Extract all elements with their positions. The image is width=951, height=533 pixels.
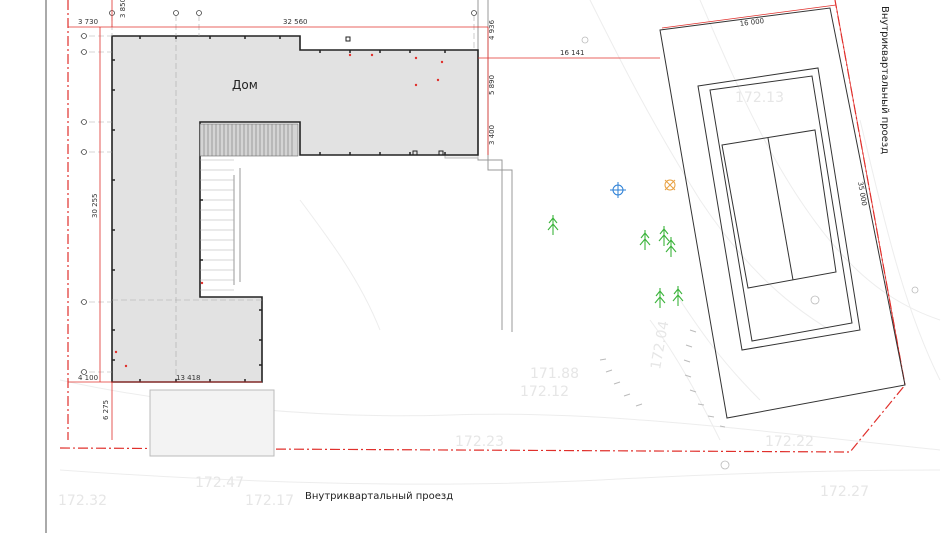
- dim-left-height: 30 255: [91, 194, 99, 219]
- grid-axis-markers: [81, 10, 477, 375]
- site-boundary: [59, 0, 906, 453]
- dimension-labels: 3 730 3 850 32 560 4 936 5 890 3 400 16 …: [78, 0, 868, 420]
- contour-label: 172.22: [765, 434, 814, 450]
- dim-right-top: 4 936: [488, 19, 496, 40]
- dim-court-length: 35 000: [856, 181, 868, 207]
- ground-symbols: [581, 36, 919, 470]
- contour-label: 172.32: [58, 493, 107, 509]
- dim-to-court: 16 141: [560, 49, 585, 57]
- survey-point-icon: [664, 179, 676, 191]
- dim-right-mid: 5 890: [488, 75, 496, 95]
- contour-label: 172.27: [820, 484, 869, 500]
- tree-icon: [639, 230, 651, 250]
- contour-label: 172.23: [455, 434, 504, 450]
- ramp-hatching: [199, 123, 299, 157]
- contour-label: 171.88: [530, 366, 579, 382]
- contour-label: 172.12: [520, 384, 569, 400]
- building-label: Дом: [232, 78, 258, 92]
- dimensions: [68, 0, 906, 440]
- crosshair-icon: [610, 182, 626, 198]
- road-label-bottom: Внутриквартальный проезд: [305, 491, 453, 502]
- contour-labels: 172.13 171.88 172.12 172.23 172.22 172.3…: [58, 90, 869, 509]
- dim-bottom-vert: 6 275: [102, 400, 110, 420]
- slope-hatching: [599, 329, 726, 428]
- tree-icon: [658, 226, 670, 246]
- contour-label: 172.04: [648, 320, 672, 371]
- tree-icon: [654, 288, 666, 308]
- contour-label: 172.47: [195, 475, 244, 491]
- dim-left-vert-top: 3 850: [119, 0, 127, 18]
- tree-icon: [665, 237, 677, 257]
- dim-bottom-left: 4 100: [78, 374, 98, 382]
- tree-icon: [547, 215, 559, 235]
- dim-left-top: 3 730: [78, 18, 98, 26]
- dim-bottom-wing: 13 418: [176, 374, 201, 382]
- building: Дом: [80, 15, 479, 383]
- dim-top-span: 32 560: [283, 18, 308, 26]
- contour-label: 172.17: [245, 493, 294, 509]
- contour-label: 172.13: [735, 90, 784, 106]
- dim-right-low: 3 400: [488, 125, 496, 145]
- road-label-right: Внутриквартальный проезд: [879, 6, 890, 154]
- sports-court: [659, 7, 906, 419]
- building-outline: [111, 35, 479, 383]
- dim-court-width: 16 000: [739, 17, 764, 28]
- trees: [547, 215, 684, 308]
- tree-icon: [672, 286, 684, 306]
